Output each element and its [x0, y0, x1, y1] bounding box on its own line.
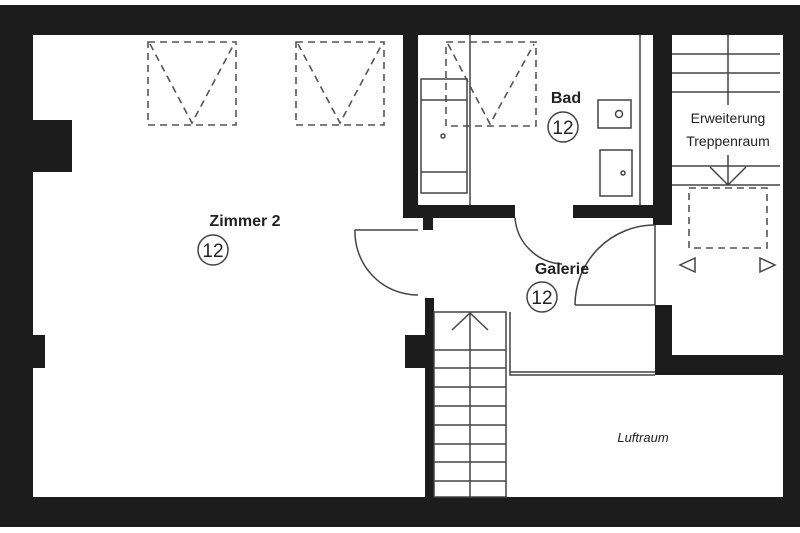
room-name: Galerie [535, 261, 589, 278]
sink [597, 99, 632, 129]
room-name: Bad [551, 90, 581, 107]
room-galerie: Galerie 12 [526, 261, 589, 313]
toilet [599, 35, 641, 205]
bathtub [420, 35, 471, 205]
room-number-circle [197, 234, 229, 266]
room-bad: Bad 12 [547, 90, 581, 143]
skylights [147, 41, 768, 249]
room-luftraum: Luftraum [617, 430, 668, 445]
room-treppenraum: Erweiterung Treppenraum [673, 105, 781, 155]
outer-walls [0, 5, 800, 527]
main-staircase [433, 311, 655, 498]
room-number: 12 [202, 241, 223, 262]
inner-walls [403, 35, 783, 498]
room-name: Zimmer 2 [209, 213, 280, 230]
room-zimmer-2: Zimmer 2 12 [197, 213, 281, 266]
room-number-circle [526, 281, 558, 313]
room-number: 12 [531, 288, 552, 309]
room-name-line2: Treppenraum [686, 133, 770, 149]
room-name-line1: Erweiterung [691, 110, 766, 126]
doors [354, 217, 656, 306]
room-number-circle [547, 111, 579, 143]
room-number: 12 [552, 118, 573, 139]
